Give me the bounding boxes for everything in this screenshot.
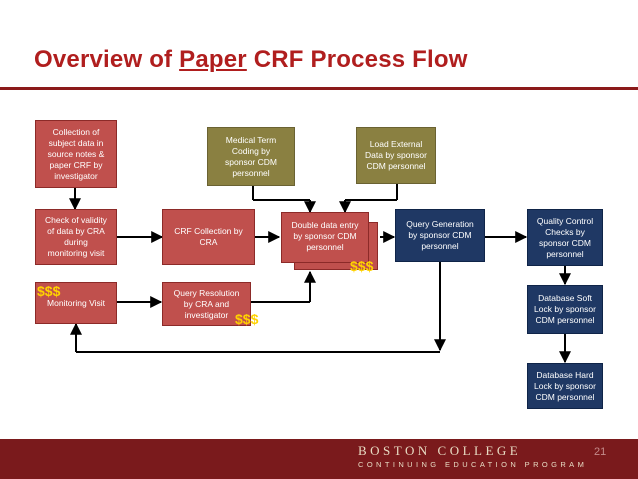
title-rule <box>0 87 638 90</box>
node-cra-validity-check: Check of validity of data by CRA during … <box>35 209 117 265</box>
cost-marker-query-resolution: $$$ <box>235 311 259 327</box>
page-number: 21 <box>594 446 607 458</box>
footer-institution: BOSTON COLLEGE <box>358 443 522 458</box>
node-double-data-entry: Double data entry by sponsor CDM personn… <box>281 212 369 263</box>
node-quality-control: Quality Control Checks by sponsor CDM pe… <box>527 209 603 266</box>
node-data-collection: Collection of subject data in source not… <box>35 120 117 188</box>
node-database-soft-lock: Database Soft Lock by sponsor CDM person… <box>527 285 603 334</box>
cost-marker-double-entry: $$$ <box>350 258 374 274</box>
node-query-generation: Query Generation by sponsor CDM personne… <box>395 209 485 262</box>
node-load-external-data: Load External Data by sponsor CDM person… <box>356 127 436 184</box>
node-medical-coding: Medical Term Coding by sponsor CDM perso… <box>207 127 295 186</box>
cost-marker-monitoring: $$$ <box>37 283 61 299</box>
page-title: Overview of Paper CRF Process Flow <box>34 46 468 74</box>
footer-program: CONTINUING EDUCATION PROGRAM <box>358 460 588 469</box>
node-crf-collection: CRF Collection by CRA <box>162 209 255 265</box>
title-emphasis: Paper <box>179 46 247 73</box>
title-prefix: Overview of <box>34 46 180 73</box>
footer-band <box>0 439 638 479</box>
title-suffix: CRF Process Flow <box>246 46 468 73</box>
node-monitoring-visit: Monitoring Visit <box>35 282 117 324</box>
node-database-hard-lock: Database Hard Lock by sponsor CDM person… <box>527 363 603 409</box>
node-query-resolution: Query Resolution by CRA and investigator <box>162 282 251 326</box>
